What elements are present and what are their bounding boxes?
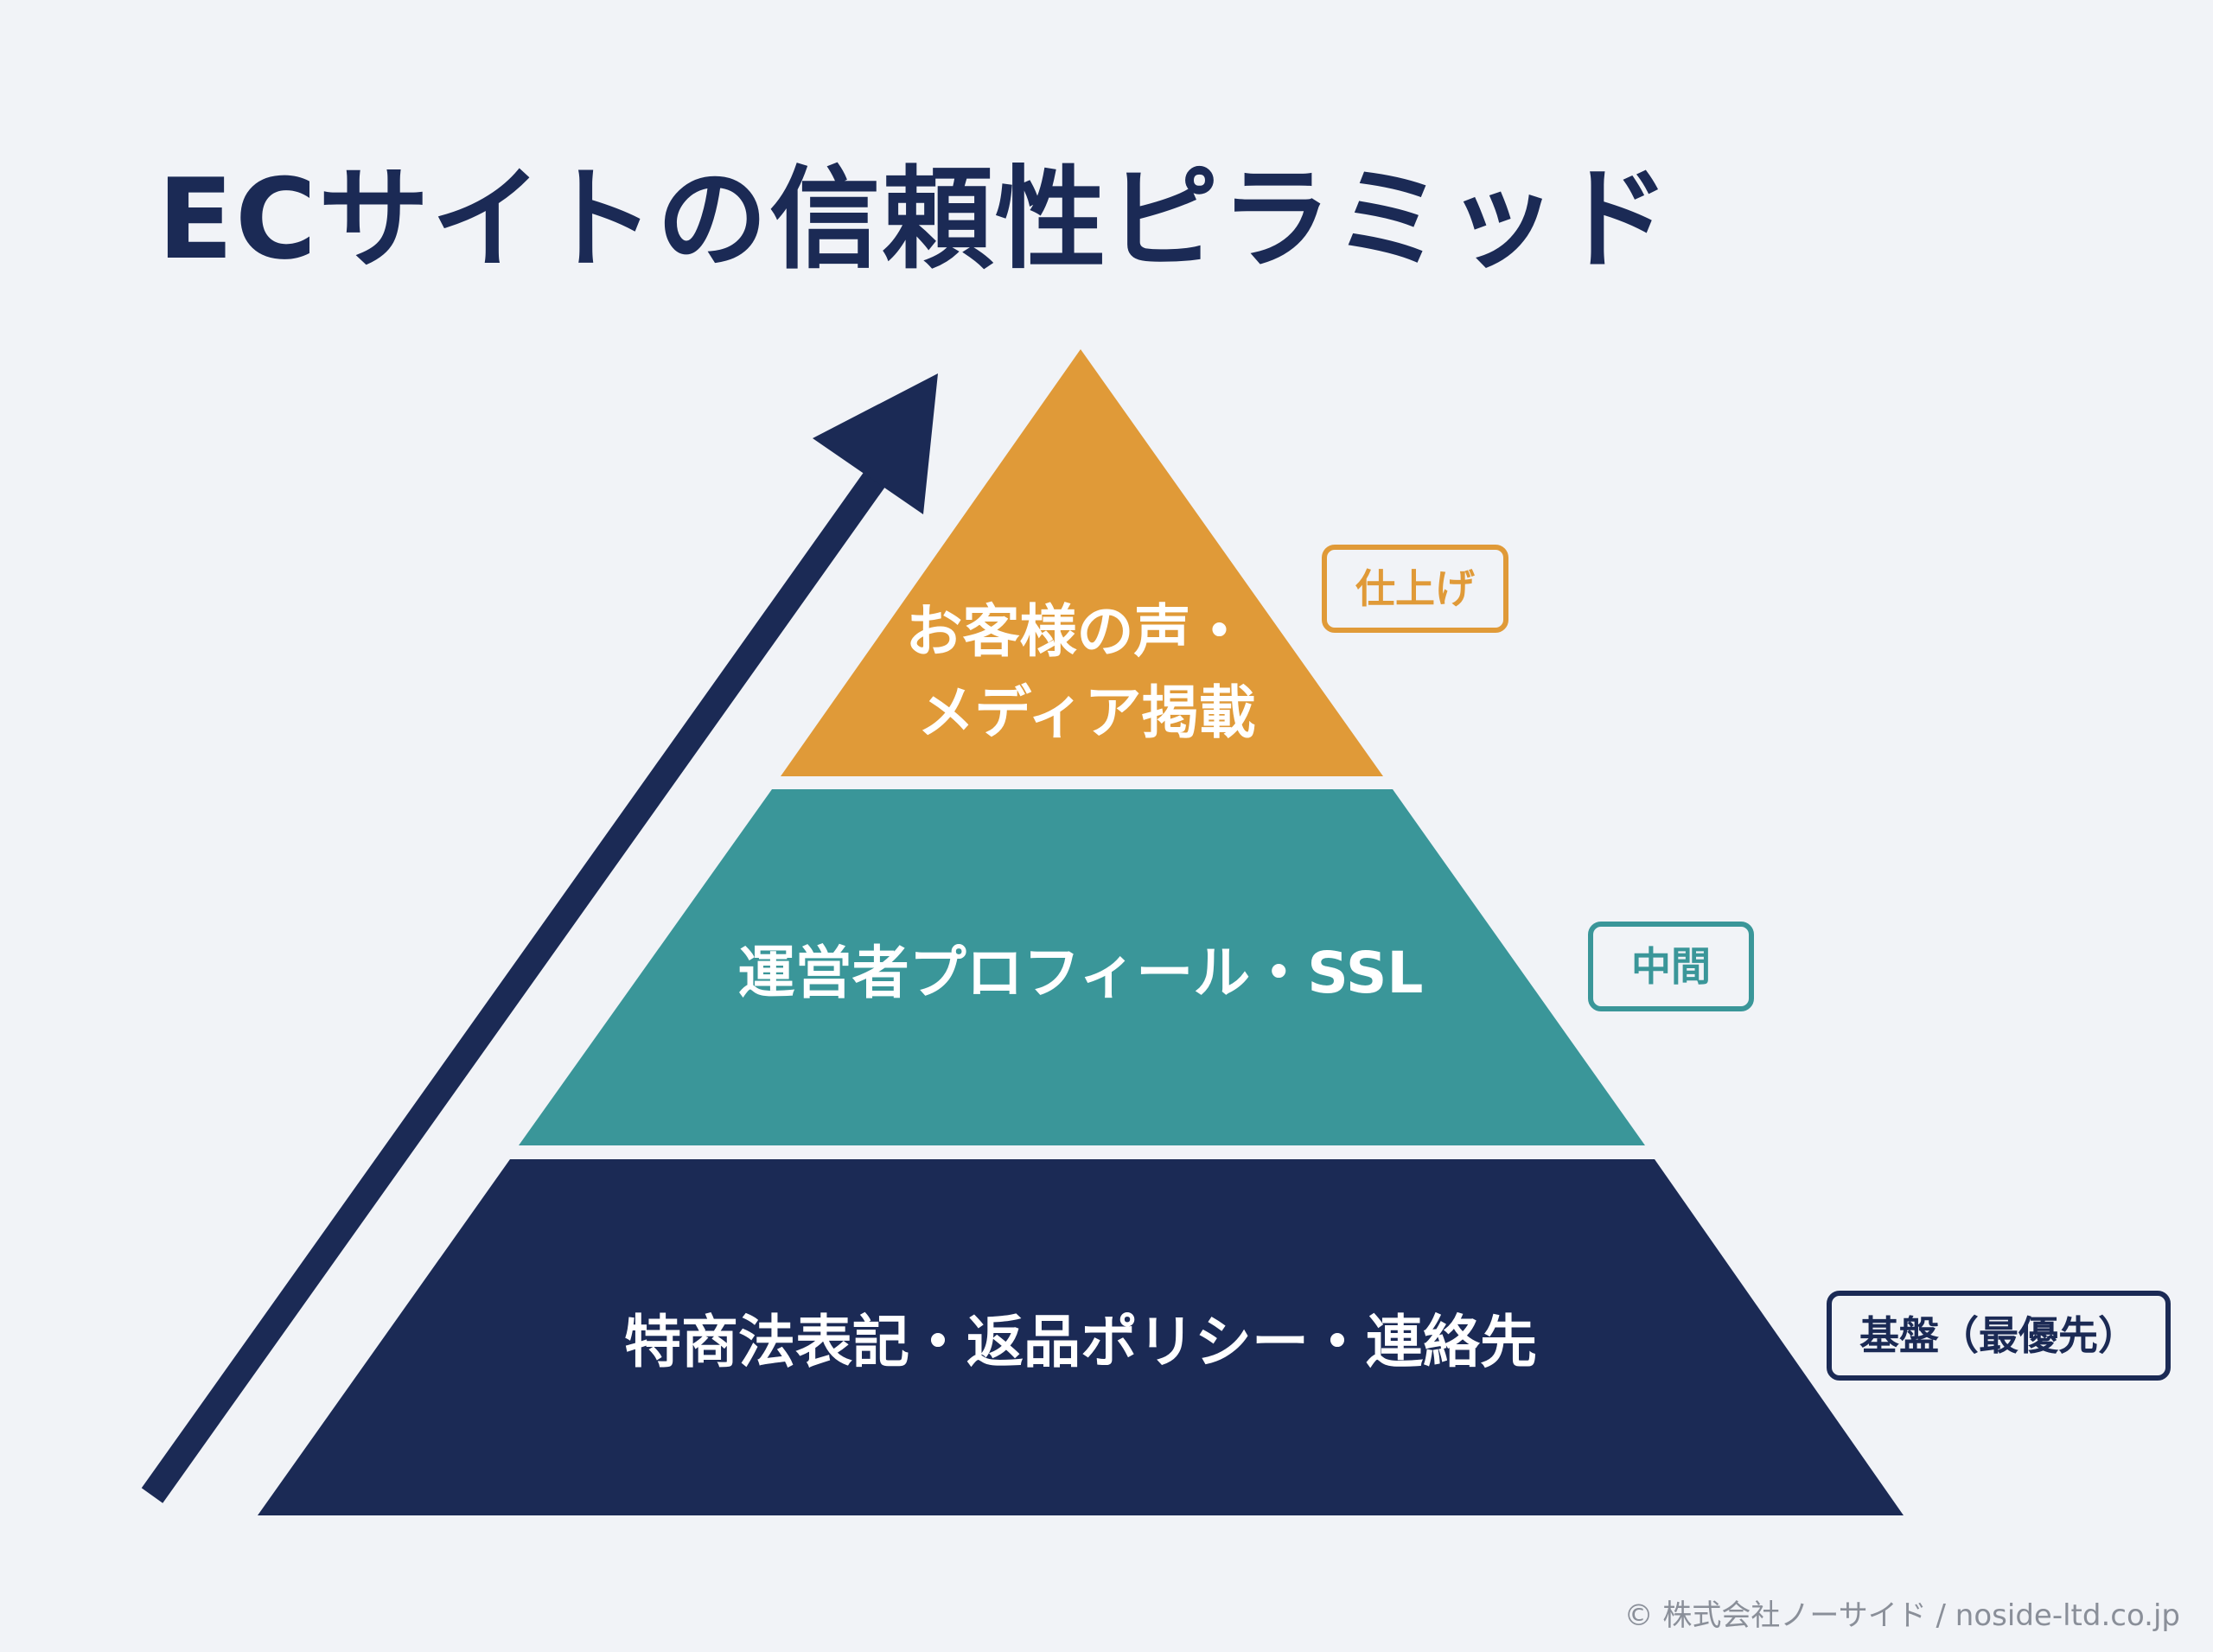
badge-middle-label: 中間 — [1631, 943, 1711, 990]
badge-middle-frame — [1588, 922, 1754, 1011]
tier-middle-label: 運営者プロフィール・SSL — [738, 940, 1424, 1006]
copyright-footer: © 株式会社ノーサイド / noside-ltd.co.jp — [1624, 1598, 2180, 1633]
up-right-arrow-icon — [141, 373, 938, 1503]
badge-top: 仕上げ — [1322, 545, 1508, 633]
badge-top-label: 仕上げ — [1355, 565, 1475, 612]
tier-bottom-shape — [258, 1159, 1904, 1515]
tier-bottom-label: 特商法表記・返品ポリシー・連絡先 — [624, 1309, 1537, 1375]
arrow-head — [813, 373, 938, 514]
pyramid-tier-bottom: 特商法表記・返品ポリシー・連絡先 — [258, 1159, 1904, 1515]
tier-top-label-line-1: お客様の声・ — [906, 598, 1248, 665]
pyramid-tier-top: お客様の声・ メディア掲載 — [781, 349, 1383, 776]
badge-top-frame — [1322, 545, 1508, 633]
badge-bottom-frame — [1827, 1291, 2171, 1381]
badge-middle: 中間 — [1588, 922, 1754, 1011]
badge-bottom: 基盤（最優先） — [1827, 1291, 2171, 1381]
page-title: ECサイトの信頼性ピラミッド — [157, 156, 1672, 284]
tier-middle-shape — [519, 789, 1645, 1145]
badge-bottom-label: 基盤（最優先） — [1859, 1312, 2138, 1359]
tier-top-label-line-2: メディア掲載 — [917, 679, 1255, 746]
tier-top-label: お客様の声・ メディア掲載 — [906, 598, 1268, 746]
pyramid-tier-middle: 運営者プロフィール・SSL — [519, 789, 1645, 1145]
arrow-shaft — [141, 459, 895, 1503]
tier-top-shape — [781, 349, 1383, 776]
